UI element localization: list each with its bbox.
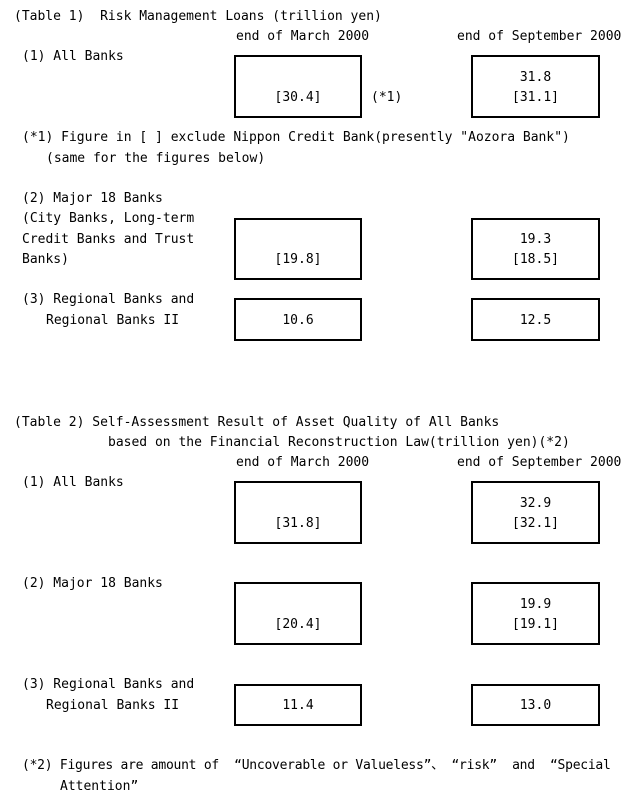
- table1-major-label-4: Banks): [22, 252, 69, 267]
- table2-regional-label-2: Regional Banks II: [46, 698, 180, 713]
- table1-all-banks-march-value: [30.4]: [274, 90, 322, 105]
- table2-all-banks-sept-value: 32.9: [519, 496, 552, 511]
- table1-all-banks-march-box: [30.4]: [234, 55, 362, 118]
- table1-major-march-box: [19.8]: [234, 218, 362, 280]
- table1-major-sept-box: 19.3 [18.5]: [471, 218, 600, 280]
- table2-all-banks-sept-bracket-value: [32.1]: [512, 516, 559, 531]
- table1-regional-sept-box: 12.5: [471, 298, 600, 341]
- table1-major-sept-bracket-value: [18.5]: [512, 252, 559, 267]
- table2-title-line2: based on the Financial Reconstruction La…: [108, 435, 570, 450]
- table1-regional-label-2: Regional Banks II: [46, 313, 180, 328]
- table2-regional-sept-value: 13.0: [519, 698, 552, 713]
- table2-regional-sept-box: 13.0: [471, 684, 600, 726]
- table1-all-banks-label: (1) All Banks: [22, 49, 124, 64]
- table1-all-banks-sept-value: 31.8: [519, 70, 552, 85]
- table2-regional-march-value: 11.4: [282, 698, 314, 713]
- table1-regional-label-1: (3) Regional Banks and: [22, 292, 195, 307]
- table2-all-banks-sept-box: 32.9 [32.1]: [471, 481, 600, 544]
- table1-title: (Table 1) Risk Management Loans (trillio…: [14, 9, 382, 24]
- table2-col-march-header: end of March 2000: [236, 455, 370, 470]
- table1-major-label-1: (2) Major 18 Banks: [22, 191, 163, 206]
- table1-major-march-value: [19.8]: [274, 252, 322, 267]
- table2-major-label: (2) Major 18 Banks: [22, 576, 163, 591]
- table1-regional-march-box: 10.6: [234, 298, 362, 341]
- table1-all-banks-sept-bracket-value: [31.1]: [512, 90, 559, 105]
- table2-major-march-box: [20.4]: [234, 582, 362, 645]
- table1-col-sept-header: end of September 2000: [457, 29, 622, 44]
- table1-footnote-line1: (*1) Figure in [ ] exclude Nippon Credit…: [22, 130, 570, 145]
- table2-col-sept-header: end of September 2000: [457, 455, 622, 470]
- table1-col-march-header: end of March 2000: [236, 29, 370, 44]
- table2-all-banks-march-value: [31.8]: [274, 516, 322, 531]
- table1-major-label-2: (City Banks, Long-term: [22, 211, 195, 226]
- table1-major-label-3: Credit Banks and Trust: [22, 232, 195, 247]
- table1-all-banks-sept-box: 31.8 [31.1]: [471, 55, 600, 118]
- table1-footnote-line2: (same for the figures below): [46, 151, 266, 166]
- table2-major-sept-box: 19.9 [19.1]: [471, 582, 600, 645]
- table2-regional-label-1: (3) Regional Banks and: [22, 677, 195, 692]
- table2-regional-march-box: 11.4: [234, 684, 362, 726]
- table1-regional-march-value: 10.6: [282, 313, 314, 328]
- table1-major-sept-value: 19.3: [519, 232, 552, 247]
- table2-all-banks-label: (1) All Banks: [22, 475, 124, 490]
- table2-major-march-value: [20.4]: [274, 617, 322, 632]
- table2-major-sept-bracket-value: [19.1]: [512, 617, 559, 632]
- table2-footnote-line1: (*2) Figures are amount of “Uncoverable …: [22, 758, 611, 773]
- table1-all-banks-note: (*1): [371, 90, 403, 105]
- table1-regional-sept-value: 12.5: [519, 313, 552, 328]
- table2-all-banks-march-box: [31.8]: [234, 481, 362, 544]
- table2-title-line1: (Table 2) Self-Assessment Result of Asse…: [14, 415, 500, 430]
- table2-major-sept-value: 19.9: [519, 597, 552, 612]
- table2-footnote-line2: Attention”: [60, 779, 139, 794]
